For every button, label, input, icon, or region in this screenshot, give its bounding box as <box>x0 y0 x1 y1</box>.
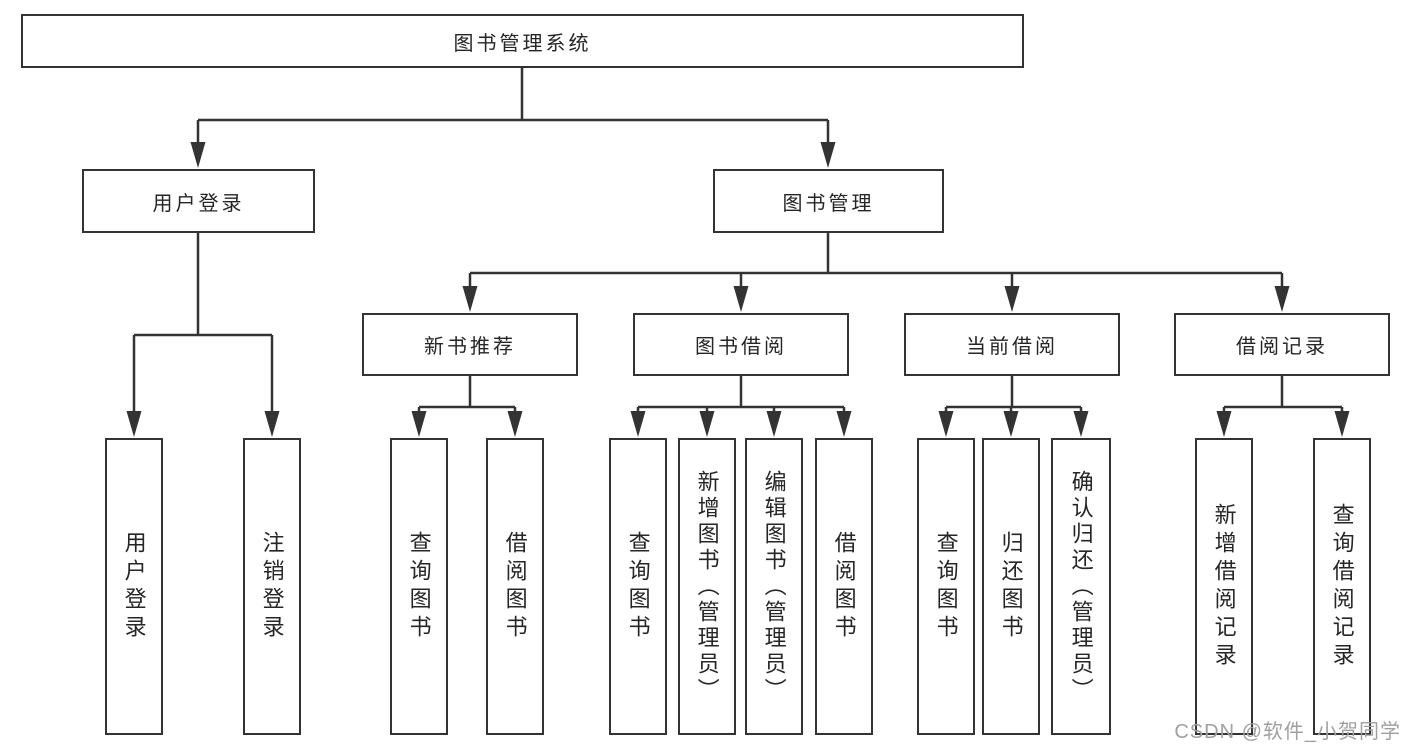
leaf-label: 查询图书 <box>625 530 651 643</box>
connector-book-management-to-level2 <box>468 233 1284 296</box>
leaf-query-borrow-record: 查询借阅记录 <box>1313 438 1371 735</box>
node-book-borrow: 图书借阅 <box>633 313 849 376</box>
arrow-down-icon <box>190 142 206 168</box>
arrow-down-icon <box>699 411 715 437</box>
arrow-down-icon <box>507 411 523 437</box>
leaf-confirm-return-admin: 确认归还（管理员） <box>1051 438 1111 735</box>
node-user-login-label: 用户登录 <box>152 192 245 215</box>
arrow-down-icon <box>462 286 478 312</box>
leaf-label: 用户登录 <box>121 530 147 643</box>
leaf-label: 查询图书 <box>406 530 432 643</box>
arrow-down-icon <box>1216 411 1232 437</box>
leaf-label: 借阅图书 <box>831 530 857 643</box>
leaf-borrow-book-2: 借阅图书 <box>815 438 873 735</box>
arrow-down-icon <box>766 411 782 437</box>
arrow-down-icon <box>264 411 280 437</box>
connector-root-to-level1 <box>196 68 830 152</box>
node-book-management: 图书管理 <box>713 169 944 233</box>
node-book-borrow-label: 图书借阅 <box>695 336 787 358</box>
arrow-down-icon <box>1004 286 1020 312</box>
csdn-watermark: CSDN @软件_小贺同学 <box>1174 721 1401 743</box>
leaf-label: 确认归还（管理员） <box>1068 469 1094 704</box>
arrow-down-icon <box>1274 286 1290 312</box>
connector-user-login-to-leaves <box>132 233 274 421</box>
arrow-down-icon <box>733 286 749 312</box>
arrow-down-icon <box>1073 411 1089 437</box>
leaf-query-book-3: 查询图书 <box>917 438 975 735</box>
node-user-login: 用户登录 <box>82 169 315 233</box>
arrow-down-icon <box>1003 411 1019 437</box>
leaf-user-login: 用户登录 <box>105 438 163 735</box>
leaf-label: 注销登录 <box>259 530 285 643</box>
leaf-return-book: 归还图书 <box>982 438 1040 735</box>
leaf-edit-book-admin: 编辑图书（管理员） <box>745 438 803 735</box>
connector-new-book-to-leaves <box>417 376 517 421</box>
leaf-label: 查询图书 <box>933 530 959 643</box>
leaf-label: 归还图书 <box>998 530 1024 643</box>
leaf-label: 借阅图书 <box>502 530 528 643</box>
node-borrow-record: 借阅记录 <box>1174 313 1390 376</box>
node-new-book-recommend: 新书推荐 <box>362 313 578 376</box>
node-root: 图书管理系统 <box>21 14 1024 68</box>
leaf-add-book-admin: 新增图书（管理员） <box>678 438 736 735</box>
arrow-down-icon <box>1334 411 1350 437</box>
leaf-query-book-2: 查询图书 <box>609 438 667 735</box>
leaf-logout: 注销登录 <box>243 438 301 735</box>
node-current-borrow: 当前借阅 <box>904 313 1120 376</box>
leaf-label: 编辑图书（管理员） <box>761 469 787 704</box>
node-book-management-label: 图书管理 <box>782 192 875 215</box>
node-new-book-recommend-label: 新书推荐 <box>424 336 516 358</box>
arrow-down-icon <box>938 411 954 437</box>
leaf-label: 查询借阅记录 <box>1329 502 1355 671</box>
arrow-down-icon <box>630 411 646 437</box>
node-borrow-record-label: 借阅记录 <box>1236 336 1328 358</box>
arrow-down-icon <box>126 411 142 437</box>
leaf-query-book-1: 查询图书 <box>390 438 448 735</box>
arrow-down-icon <box>820 142 836 168</box>
arrow-down-icon <box>411 411 427 437</box>
node-root-label: 图书管理系统 <box>453 32 592 55</box>
arrow-down-icon <box>836 411 852 437</box>
connector-book-borrow-to-leaves <box>636 376 846 421</box>
leaf-add-borrow-record: 新增借阅记录 <box>1195 438 1253 735</box>
connector-borrow-record-to-leaves <box>1222 376 1344 421</box>
leaf-borrow-book-1: 借阅图书 <box>486 438 544 735</box>
leaf-label: 新增借阅记录 <box>1211 502 1237 671</box>
node-current-borrow-label: 当前借阅 <box>966 336 1058 358</box>
arrowheads <box>126 142 1350 437</box>
leaf-label: 新增图书（管理员） <box>694 469 720 704</box>
